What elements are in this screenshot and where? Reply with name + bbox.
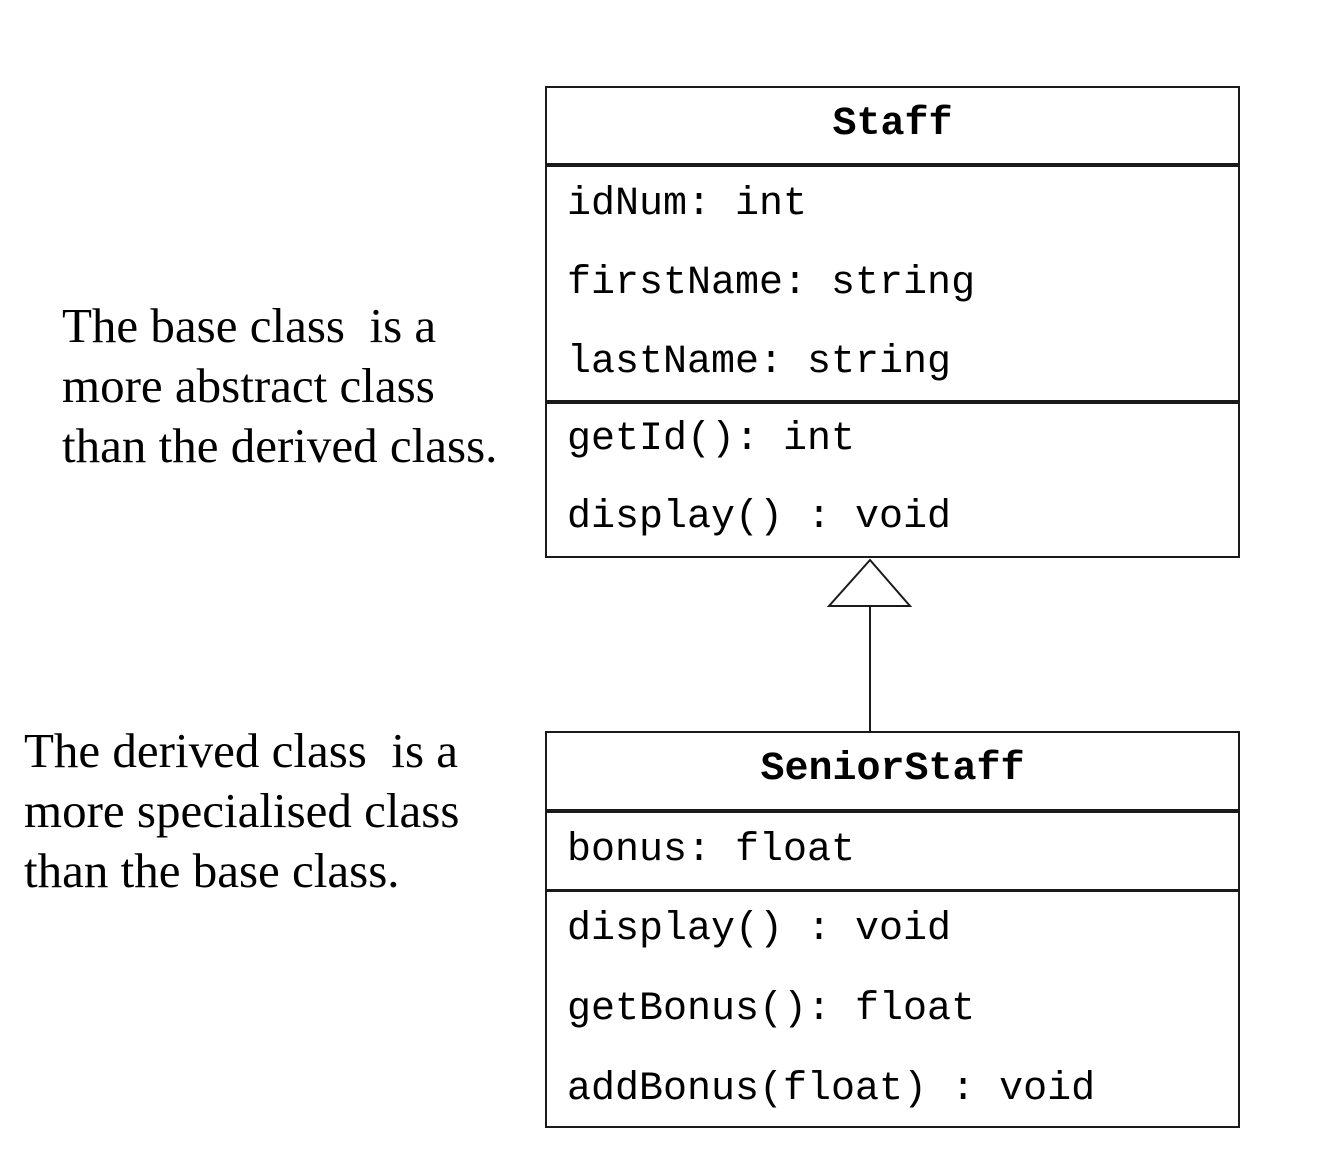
base-class-note: The base class is a more abstract class … xyxy=(62,296,497,476)
method: getBonus(): float xyxy=(567,987,976,1032)
staff-methods-compartment: getId(): int display() : void xyxy=(547,404,1238,560)
staff-attributes-compartment: idNum: int firstName: string lastName: s… xyxy=(547,167,1238,404)
method: display() : void xyxy=(567,495,952,540)
attribute: idNum: int xyxy=(567,182,808,227)
seniorstaff-methods-compartment: display() : void getBonus(): float addBo… xyxy=(547,892,1238,1132)
staff-class-box: Staff idNum: int firstName: string lastN… xyxy=(545,86,1240,558)
attribute: firstName: string xyxy=(567,261,976,306)
seniorstaff-class-box: SeniorStaff bonus: float display() : voi… xyxy=(545,731,1240,1128)
method: addBonus(float) : void xyxy=(567,1067,1096,1112)
attribute: lastName: string xyxy=(567,340,952,385)
attribute: bonus: float xyxy=(567,828,856,873)
seniorstaff-attributes-compartment: bonus: float xyxy=(547,813,1238,892)
note-line: more abstract class xyxy=(62,358,435,413)
derived-class-note: The derived class is a more specialised … xyxy=(24,721,459,901)
note-line: than the derived class. xyxy=(62,418,498,473)
note-line: The base class is a xyxy=(62,298,437,353)
method: getId(): int xyxy=(567,417,856,462)
note-line: The derived class is a xyxy=(24,723,459,778)
method: display() : void xyxy=(567,907,952,952)
note-line: than the base class. xyxy=(24,843,400,898)
note-line: more specialised class xyxy=(24,783,460,838)
class-name-seniorstaff: SeniorStaff xyxy=(547,733,1238,813)
class-name-staff: Staff xyxy=(547,88,1238,167)
generalization-triangle-icon xyxy=(826,558,913,607)
